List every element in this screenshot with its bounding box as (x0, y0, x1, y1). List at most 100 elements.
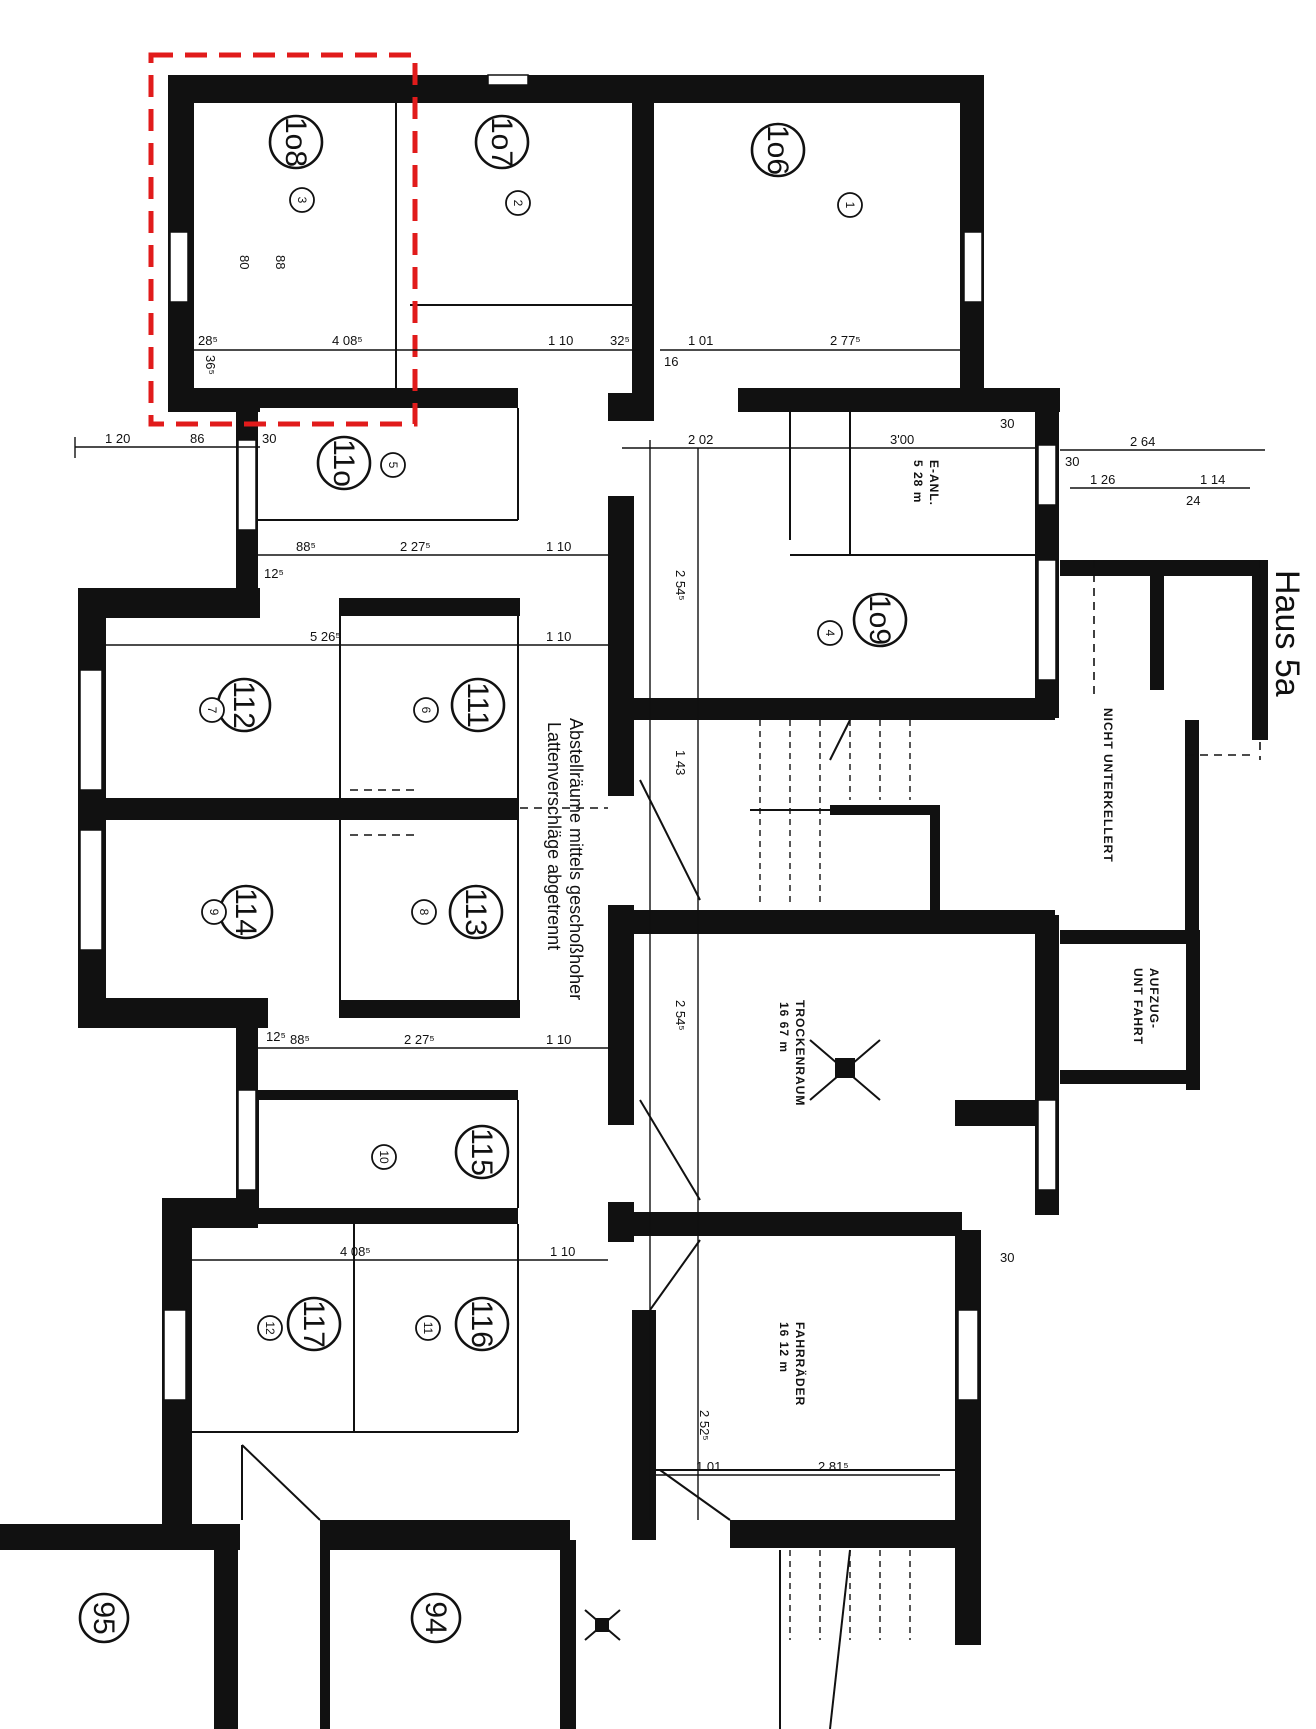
room-109: 1o9 (852, 592, 908, 648)
room-number: 94 (419, 1601, 452, 1634)
trockenraum-area: 16 67 m (777, 1002, 791, 1053)
house-label: Haus 5a (1268, 570, 1306, 697)
note-line-1: Abstellräume mittels geschoßhoher (566, 718, 586, 1000)
dim-4085b: 4 08⁵ (340, 1244, 371, 1259)
sub-number: 9 (207, 909, 221, 916)
dim-365: 36⁵ (203, 355, 218, 375)
eanl-area: 5 28 m (911, 460, 925, 503)
dim-110d: 1 10 (546, 1032, 571, 1047)
dim-120: 1 20 (105, 431, 130, 446)
outer-walls (0, 75, 1268, 1729)
room-number: 116 (465, 1300, 498, 1348)
sub-number: 5 (386, 462, 400, 469)
sub-number: 10 (377, 1150, 391, 1164)
eanl-label: E-ANL. (927, 460, 941, 506)
dim-125: 12⁵ (264, 566, 284, 581)
room-number: 1o6 (761, 125, 794, 175)
aufzug-label-2: UNT FAHRT (1131, 968, 1145, 1045)
dim-30b: 30 (1065, 454, 1079, 469)
room-number: 1o9 (863, 595, 896, 645)
room-94: 94 (410, 1592, 462, 1644)
dim-30d: 30 (1000, 1250, 1014, 1265)
sub-number: 8 (417, 909, 431, 916)
room-113: 113 (448, 884, 504, 940)
nicht-unterkellert: NICHT UNTERKELLERT (1101, 708, 1115, 863)
dim-885b: 88⁵ (290, 1032, 310, 1047)
room-number: 113 (459, 888, 492, 936)
storage-note: Abstellräume mittels geschoßhoher Latten… (544, 718, 586, 1000)
room-115: 115 (454, 1124, 510, 1180)
sub-number: 11 (421, 1322, 435, 1335)
sub-number: 1 (843, 202, 857, 209)
room-number: 117 (297, 1300, 330, 1348)
dim-16: 16 (664, 354, 678, 369)
dim-5265: 5 26⁵ (310, 629, 341, 644)
room-116: 116 (454, 1296, 510, 1352)
note-line-2: Lattenverschläge abgetrennt (544, 722, 564, 950)
dim-110: 1 10 (548, 333, 573, 348)
room-number: 1o8 (279, 117, 312, 167)
dim-885: 88⁵ (296, 539, 316, 554)
room-107: 1o7 (474, 114, 530, 170)
dim-88: 88 (273, 255, 288, 269)
dim-202: 2 02 (688, 432, 713, 447)
dim-325: 32⁵ (610, 333, 630, 348)
sub-markers: 3 2 1 5 4 7 6 9 8 10 12 11 (199, 187, 863, 1341)
room-names: E-ANL. 5 28 m TROCKENRAUM 16 67 m FAHRRÄ… (777, 460, 1161, 1406)
highlight-box (148, 52, 418, 427)
fahrraeder-area: 16 12 m (777, 1322, 791, 1373)
dim-110e: 1 10 (550, 1244, 575, 1259)
room-108: 1o8 (268, 114, 324, 170)
dim-2815: 2 81⁵ (818, 1459, 849, 1474)
partitions (192, 103, 1261, 1729)
dim-4085: 4 08⁵ (332, 333, 363, 348)
sub-number: 4 (823, 630, 837, 637)
room-112: 112 (216, 677, 272, 733)
dim-24: 24 (1186, 493, 1200, 508)
sub-number: 3 (295, 197, 309, 204)
dim-114: 1 14 (1200, 472, 1225, 487)
dim-101b: 1 01 (696, 1459, 721, 1474)
trockenraum-label: TROCKENRAUM (793, 1000, 807, 1106)
aufzug-label: AUFZUG- (1147, 968, 1161, 1029)
dim-2275: 2 27⁵ (400, 539, 431, 554)
room-number: 114 (229, 888, 262, 936)
sub-number: 2 (511, 200, 525, 207)
room-114: 114 (218, 884, 274, 940)
drain-icon-bottom (584, 1609, 621, 1641)
dim-2545b: 2 54⁵ (673, 1000, 688, 1031)
dim-285: 28⁵ (198, 333, 218, 348)
dim-86: 86 (190, 431, 204, 446)
room-111: 111 (450, 677, 506, 733)
dim-101: 1 01 (688, 333, 713, 348)
sub-number: 7 (205, 707, 219, 714)
room-number: 1o7 (485, 117, 518, 167)
dim-30c: 30 (1000, 416, 1014, 431)
windows (79, 74, 1057, 1401)
dim-110c: 1 10 (546, 629, 571, 644)
dim-126: 1 26 (1090, 472, 1115, 487)
room-number: 11o (327, 439, 360, 487)
room-106: 1o6 (750, 122, 806, 178)
sub-number: 12 (263, 1321, 277, 1335)
sub-number: 6 (419, 707, 433, 714)
dim-30: 30 (262, 431, 276, 446)
dim-264: 2 64 (1130, 434, 1155, 449)
room-117: 117 (286, 1296, 342, 1352)
fahrraeder-label: FAHRRÄDER (793, 1322, 808, 1406)
room-number: 111 (461, 682, 494, 728)
dim-125b: 12⁵ (266, 1029, 286, 1044)
dimension-texts: 1 20 86 30 28⁵ 4 08⁵ 1 10 32⁵ 1 01 2 77⁵… (105, 255, 1225, 1474)
drain-icon (809, 1039, 881, 1101)
room-number: 115 (465, 1128, 498, 1176)
room-number: 112 (227, 681, 260, 729)
dim-2525: 2 52⁵ (697, 1410, 712, 1441)
room-95: 95 (78, 1592, 130, 1644)
dim-2275b: 2 27⁵ (404, 1032, 435, 1047)
dim-143: 1 43 (673, 750, 688, 775)
dim-300: 3'00 (890, 432, 914, 447)
dimension-lines (74, 349, 1265, 1520)
dim-80: 80 (237, 255, 252, 269)
dim-2545: 2 54⁵ (673, 570, 688, 601)
